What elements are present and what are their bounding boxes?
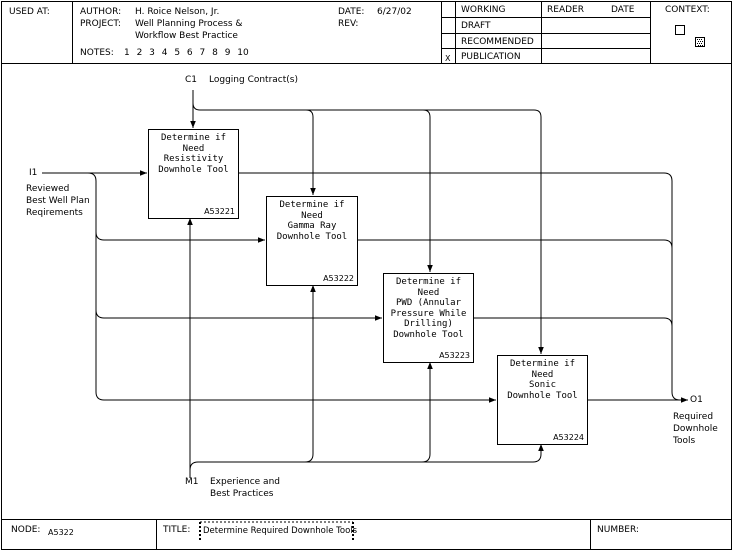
activity-label: Determine if Need Gamma Ray Downhole Too…: [276, 200, 348, 242]
input-arrow-to-a53224: [95, 310, 496, 403]
activity-code: A53221: [204, 207, 235, 216]
rev-label: REV:: [338, 19, 359, 29]
activity-label: Determine if Need Sonic Downhole Tool: [507, 359, 578, 401]
activity-box-a53224[interactable]: Determine if Need Sonic Downhole Tool A5…: [497, 355, 588, 445]
status-recommended: RECOMMENDED: [461, 37, 534, 47]
output-line-from-a53221: [238, 172, 681, 401]
mechanism-label-line2: Best Practices: [210, 489, 274, 499]
control-id: C1: [185, 75, 198, 85]
context-parent-icon: [675, 25, 685, 35]
number-label: NUMBER:: [597, 525, 639, 535]
activity-label: Determine if Need Resistivity Downhole T…: [158, 133, 229, 175]
mechanism-arrow-to-a53222: [189, 285, 316, 471]
control-arrow-to-a53224: [423, 109, 544, 354]
author-label: AUTHOR:: [80, 7, 122, 17]
output-label-line1: Required: [673, 412, 714, 422]
diagram-title: Determine Required Downhole Tools: [203, 526, 358, 536]
output-line-from-a53223: [473, 317, 673, 327]
title-label: TITLE:: [163, 525, 191, 535]
reader-date-label: DATE: [611, 5, 635, 15]
mechanism-label-line1: Experience and: [210, 477, 280, 487]
activity-code: A53224: [553, 433, 584, 442]
mechanism-arrow-to-a53224: [422, 444, 544, 463]
status-publication: PUBLICATION: [461, 52, 521, 62]
context-child-icon: [695, 37, 705, 47]
notes-label: NOTES:: [80, 48, 114, 58]
node-label: NODE:: [11, 525, 41, 535]
notes-value: 1 2 3 4 5 6 7 8 9 10: [124, 48, 249, 58]
reader-label: READER: [547, 5, 584, 15]
activity-box-a53223[interactable]: Determine if Need PWD (Annular Pressure …: [383, 273, 474, 363]
control-label: Logging Contract(s): [209, 75, 298, 85]
output-line-from-a53222: [357, 239, 673, 249]
author-value: H. Roice Nelson, Jr.: [135, 7, 220, 17]
output-id: O1: [690, 395, 703, 405]
input-label-line1: Reviewed: [26, 184, 70, 194]
output-label-line3: Tools: [673, 436, 696, 446]
status-publication-check-mark: X: [445, 54, 451, 63]
project-label: PROJECT:: [80, 19, 121, 29]
input-label-line2: Best Well Plan: [26, 196, 90, 206]
date-label: DATE:: [338, 7, 365, 17]
status-draft: DRAFT: [461, 21, 491, 31]
context-child-hatch: [697, 39, 703, 46]
context-label: CONTEXT:: [665, 5, 710, 15]
status-working: WORKING: [461, 5, 506, 15]
used-at-label: USED AT:: [9, 7, 50, 17]
mechanism-arrow-to-a53223: [305, 362, 433, 463]
node-value: A5322: [48, 528, 74, 537]
input-label-line3: Reqirements: [26, 208, 83, 218]
mechanism-id: M1: [185, 477, 199, 487]
project-value-line2: Workflow Best Practice: [135, 31, 238, 41]
activity-code: A53223: [439, 351, 470, 360]
output-label-line2: Downhole: [673, 424, 718, 434]
input-id: I1: [29, 168, 38, 178]
activity-box-a53221[interactable]: Determine if Need Resistivity Downhole T…: [148, 129, 239, 219]
activity-code: A53222: [323, 274, 354, 283]
activity-box-a53222[interactable]: Determine if Need Gamma Ray Downhole Too…: [266, 196, 358, 286]
project-value-line1: Well Planning Process &: [135, 19, 243, 29]
date-value: 6/27/02: [377, 7, 412, 17]
activity-label: Determine if Need PWD (Annular Pressure …: [390, 277, 467, 340]
